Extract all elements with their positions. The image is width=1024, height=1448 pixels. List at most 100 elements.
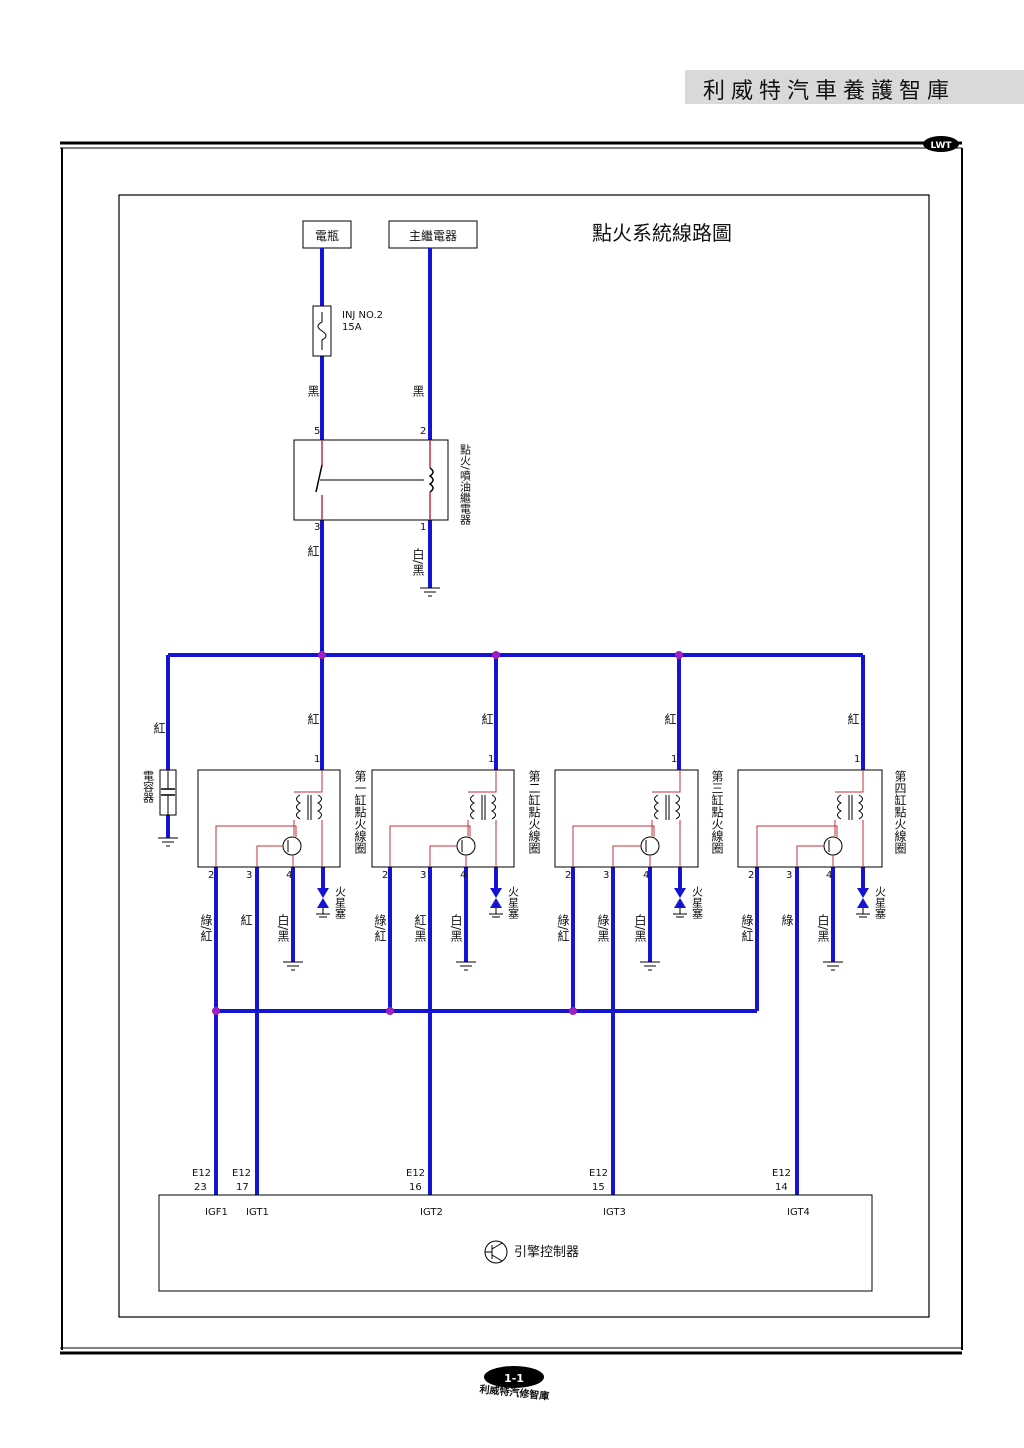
fuse: INJ NO.2 15A — [312, 305, 383, 357]
ignition-coil-3: 1 2 3 4 第三缸點火線圈 — [554, 754, 724, 881]
svg-text:火星塞: 火星塞 — [874, 886, 887, 919]
ecu-box: IGF1 IGT1 IGT2 IGT3 IGT4 引擎控制器 — [158, 1194, 873, 1292]
svg-text:3: 3 — [246, 870, 252, 881]
svg-text:2: 2 — [420, 426, 426, 437]
svg-text:白/黑: 白/黑 — [816, 913, 830, 943]
fuse-rating: 15A — [342, 322, 362, 333]
junction-dots — [212, 651, 683, 1015]
svg-text:1: 1 — [671, 754, 677, 765]
svg-text:2: 2 — [565, 870, 571, 881]
svg-text:紅: 紅 — [846, 713, 860, 725]
header-banner: 利威特汽車養護智庫 — [685, 70, 1024, 104]
svg-text:1: 1 — [854, 754, 860, 765]
svg-text:2: 2 — [382, 870, 388, 881]
coil-4-label: 第四缸點火線圈 — [893, 770, 907, 855]
svg-text:3: 3 — [420, 870, 426, 881]
fuse-name: INJ NO.2 — [342, 310, 383, 321]
svg-text:紅/黑: 紅/黑 — [413, 914, 427, 943]
ignition-coil-4: 1 2 3 4 第四缸點火線圈 — [737, 754, 907, 881]
svg-text:綠: 綠 — [780, 914, 794, 927]
svg-text:4: 4 — [643, 870, 649, 881]
spark-plugs: 火星塞 火星塞 火星塞 火星塞 — [316, 886, 887, 919]
svg-text:E12: E12 — [406, 1168, 425, 1179]
svg-text:紅: 紅 — [480, 713, 494, 725]
svg-text:1: 1 — [420, 522, 426, 533]
coil-1-label: 第一缸點火線圈 — [353, 770, 367, 855]
svg-text:4: 4 — [460, 870, 466, 881]
capacitor: 電容器 紅 — [142, 722, 178, 847]
ecu-signal-igt1: IGT1 — [246, 1207, 269, 1218]
ecu-signal-igt3: IGT3 — [603, 1207, 626, 1218]
svg-text:火星塞: 火星塞 — [691, 886, 704, 919]
wire-label-red-relay: 紅 — [306, 545, 320, 557]
spark-plug-4: 火星塞 — [856, 886, 887, 919]
wire-label-red-capacitor: 紅 — [152, 722, 166, 734]
spark-plug-2: 火星塞 — [489, 886, 520, 919]
ecu-signal-igt2: IGT2 — [420, 1207, 443, 1218]
ecu-label: 引擎控制器 — [514, 1245, 579, 1260]
ground-symbol — [420, 587, 440, 597]
diagram-title: 點火系統線路圖 — [592, 221, 732, 245]
relay-label: 點火/噴油繼電器 — [459, 444, 472, 526]
spark-plug-3: 火星塞 — [673, 886, 704, 919]
svg-text:E12: E12 — [589, 1168, 608, 1179]
svg-text:15: 15 — [592, 1182, 605, 1193]
svg-text:紅: 紅 — [306, 713, 320, 725]
battery-label: 電瓶 — [315, 229, 339, 243]
svg-text:4: 4 — [826, 870, 832, 881]
ignition-coil-2: 1 2 3 4 第二缸點火線圈 — [371, 754, 541, 881]
coil-2-label: 第二缸點火線圈 — [527, 770, 541, 855]
footer-page-badge: 1-1 利威特汽修智庫 — [479, 1366, 550, 1403]
svg-text:E12: E12 — [772, 1168, 791, 1179]
brand-title: 利威特汽車養護智庫 — [703, 79, 956, 104]
ecu-signal-igf1: IGF1 — [205, 1207, 228, 1218]
svg-text:綠/紅: 綠/紅 — [556, 914, 570, 942]
svg-text:3: 3 — [314, 522, 320, 533]
svg-text:1: 1 — [314, 754, 320, 765]
svg-text:火星塞: 火星塞 — [334, 886, 347, 919]
svg-text:5: 5 — [314, 426, 320, 437]
svg-text:2: 2 — [208, 870, 214, 881]
svg-text:14: 14 — [775, 1182, 788, 1193]
svg-text:綠/紅: 綠/紅 — [373, 914, 387, 942]
page-number: 1-1 — [504, 1372, 524, 1385]
svg-text:綠/黑: 綠/黑 — [596, 914, 610, 943]
svg-text:2: 2 — [748, 870, 754, 881]
svg-text:1: 1 — [488, 754, 494, 765]
svg-text:白/黑: 白/黑 — [449, 913, 463, 943]
svg-text:23: 23 — [194, 1182, 207, 1193]
logo-text: LWT — [930, 141, 952, 151]
ecu-connector-labels: E12 23 E12 17 E12 16 E12 15 E12 14 — [192, 1168, 791, 1193]
svg-text:16: 16 — [409, 1182, 422, 1193]
ignition-injector-relay: 5 2 3 1 點火/噴油繼電器 — [293, 426, 472, 533]
svg-text:3: 3 — [786, 870, 792, 881]
coil-wire-labels: 綠/紅 紅 白/黑 綠/紅 紅/黑 白/黑 綠/紅 綠/黑 白/黑 綠/紅 綠 … — [199, 913, 830, 943]
svg-text:3: 3 — [603, 870, 609, 881]
svg-text:白/黑: 白/黑 — [633, 913, 647, 943]
wire-label-black-right: 黑 — [411, 385, 425, 398]
svg-text:E12: E12 — [192, 1168, 211, 1179]
svg-text:17: 17 — [236, 1182, 249, 1193]
svg-text:紅: 紅 — [663, 713, 677, 725]
logo-badge: LWT — [923, 136, 959, 152]
main-relay-label: 主繼電器 — [409, 229, 457, 243]
transistor-icon — [484, 1240, 508, 1264]
ecu-signal-igt4: IGT4 — [787, 1207, 810, 1218]
capacitor-label: 電容器 — [142, 770, 155, 804]
ignition-coil-1: 1 2 3 4 第一缸點火線圈 — [197, 754, 367, 881]
svg-text:綠/紅: 綠/紅 — [740, 914, 754, 942]
coil-grounds — [283, 961, 843, 971]
svg-text:E12: E12 — [232, 1168, 251, 1179]
svg-text:綠/紅: 綠/紅 — [199, 914, 213, 942]
battery-box: 電瓶 — [302, 220, 352, 249]
blue-wires — [166, 248, 865, 1195]
main-relay-box: 主繼電器 — [388, 220, 478, 249]
spark-plug-1: 火星塞 — [316, 886, 347, 919]
svg-text:火星塞: 火星塞 — [507, 886, 520, 919]
svg-text:4: 4 — [286, 870, 292, 881]
wire-label-black-left: 黑 — [306, 385, 320, 398]
page-frame — [60, 141, 963, 1355]
wire-label-white-black-relay: 白/黑 — [411, 547, 425, 577]
svg-text:白/黑: 白/黑 — [276, 913, 290, 943]
